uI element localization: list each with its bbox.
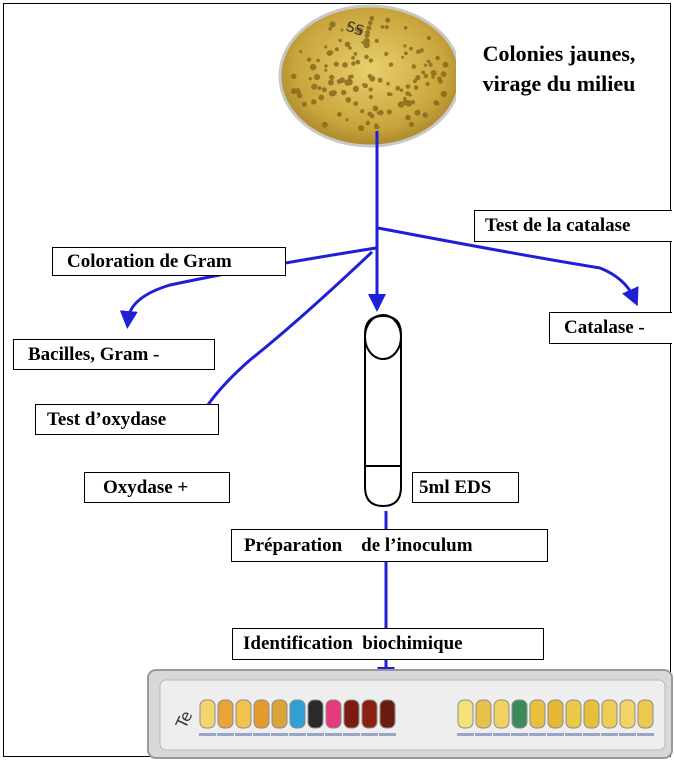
- catalase-test-label: Test de la catalase: [474, 210, 672, 242]
- tube-volume-label: 5ml EDS: [412, 472, 519, 503]
- gram-result-label: Bacilles, Gram -: [13, 339, 215, 370]
- catalase-result-label: Catalase -: [549, 312, 672, 344]
- oxidase-result-label: Oxydase +: [84, 472, 230, 503]
- top-label: Colonies jaunes, virage du milieu: [456, 33, 662, 113]
- oxidase-test-label: Test d’oxydase: [35, 404, 219, 435]
- identification-label: Identification biochimique: [232, 628, 544, 660]
- top-label-line-2: virage du milieu: [456, 69, 662, 99]
- inoculum-label: Préparation de l’inoculum: [231, 529, 548, 562]
- gram-test-label: Coloration de Gram: [52, 247, 286, 276]
- top-label-line-1: Colonies jaunes,: [456, 39, 662, 69]
